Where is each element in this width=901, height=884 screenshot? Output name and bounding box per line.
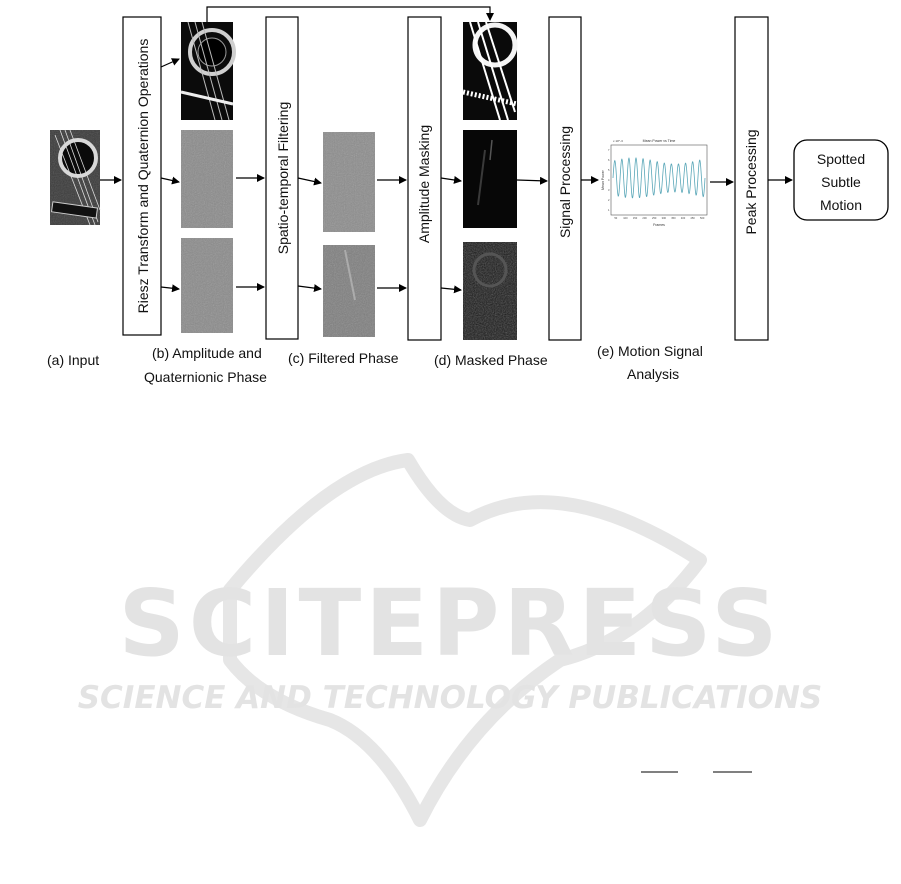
spotted-subtle-motion-box: Spotted Subtle Motion xyxy=(793,139,889,221)
motion-signal-plot: Mean Power vs Time x 10^-3 Frames Mean P… xyxy=(600,136,710,227)
arrow-masking-to-mask2 xyxy=(440,285,462,294)
plot-x-tick-label: 400 xyxy=(681,216,686,220)
caption-a: (a) Input xyxy=(47,352,99,368)
caption-c: (c) Filtered Phase xyxy=(288,350,399,366)
plot-y-ticks: 1 2 3 4 5 6 7 xyxy=(608,148,610,212)
plot-y-tick-label: 1 xyxy=(608,208,610,212)
plot-x-tick-label: 150 xyxy=(633,216,638,220)
arrow-spatio-to-filt1 xyxy=(297,177,322,186)
spatio-temporal-filtering-box: Spatio-temporal Filtering xyxy=(265,16,299,340)
quaternionic-phase-image-1 xyxy=(181,130,233,228)
motion-signal-line xyxy=(612,157,706,199)
signal-processing-box: Signal Processing xyxy=(548,16,582,341)
watermark-subtitle: SCIENCE AND TECHNOLOGY PUBLICATIONS xyxy=(78,680,823,716)
amplitude-masking-box: Amplitude Masking xyxy=(407,16,442,341)
plot-x-ticks: 50 100 150 200 250 300 350 400 450 500 xyxy=(614,216,705,220)
riesz-transform-box: Riesz Transform and Quaternion Operation… xyxy=(122,16,162,336)
captions: (a) Input (b) Amplitude and Quaternionic… xyxy=(47,343,703,385)
plot-x-tick-label: 100 xyxy=(623,216,628,220)
masked-phase-image-2 xyxy=(463,242,517,340)
output-line-3: Motion xyxy=(820,197,862,213)
plot-x-tick-label: 450 xyxy=(690,216,695,220)
peak-processing-label: Peak Processing xyxy=(743,129,759,234)
plot-y-tick-label: 2 xyxy=(608,198,610,202)
caption-b-line1: (b) Amplitude and xyxy=(152,345,262,361)
arrow-riesz-to-phase2 xyxy=(160,284,180,293)
arrow-riesz-to-phase1 xyxy=(160,176,180,185)
amplitude-image xyxy=(180,21,236,121)
amplitude-masking-label: Amplitude Masking xyxy=(416,125,432,243)
plot-y-tick-label: 5 xyxy=(608,168,610,172)
masked-phase-image-1 xyxy=(463,130,517,228)
arrow-mask-to-signal xyxy=(516,176,548,185)
plot-y-tick-label: 3 xyxy=(608,188,610,192)
peak-processing-box: Peak Processing xyxy=(734,16,769,341)
quaternionic-phase-image-2 xyxy=(181,238,233,333)
filtered-phase-image-1 xyxy=(323,132,375,232)
filtered-phase-image-2 xyxy=(323,245,375,337)
plot-y-tick-label: 4 xyxy=(608,178,610,182)
caption-e-line1: (e) Motion Signal xyxy=(597,343,703,359)
spatio-temporal-filtering-label: Spatio-temporal Filtering xyxy=(275,102,291,255)
watermark-title: SCITEPRESS xyxy=(118,570,781,677)
plot-y-tick-label: 7 xyxy=(608,148,610,152)
plot-xlabel: Frames xyxy=(653,223,665,227)
plot-x-tick-label: 500 xyxy=(700,216,705,220)
riesz-transform-label: Riesz Transform and Quaternion Operation… xyxy=(135,39,151,314)
arrow-masking-to-mask1 xyxy=(440,176,462,184)
output-line-1: Spotted xyxy=(817,151,865,167)
arrow-riesz-to-amp xyxy=(160,58,180,68)
caption-b-line2: Quaternionic Phase xyxy=(144,369,267,385)
plot-ylabel: Mean Power xyxy=(601,169,605,189)
masked-amplitude-image xyxy=(462,21,518,121)
plot-x-tick-label: 300 xyxy=(662,216,667,220)
output-line-2: Subtle xyxy=(821,174,861,190)
plot-x-tick-label: 50 xyxy=(614,216,617,220)
plot-exponent: x 10^-3 xyxy=(613,139,623,143)
caption-d: (d) Masked Phase xyxy=(434,352,548,368)
arrow-amp-bypass xyxy=(206,6,494,22)
plot-x-tick-label: 250 xyxy=(652,216,657,220)
arrow-spatio-to-filt2 xyxy=(297,284,322,293)
watermark: SCITEPRESS SCIENCE AND TECHNOLOGY PUBLIC… xyxy=(78,453,823,827)
plot-y-tick-label: 6 xyxy=(608,158,610,162)
signal-processing-label: Signal Processing xyxy=(557,126,573,238)
watermark-book-logo xyxy=(223,453,707,827)
plot-title: Mean Power vs Time xyxy=(643,139,676,143)
connector-arrows xyxy=(100,6,793,294)
plot-x-tick-label: 350 xyxy=(671,216,676,220)
plot-x-tick-label: 200 xyxy=(642,216,647,220)
caption-e-line2: Analysis xyxy=(627,366,679,382)
input-guitar-image xyxy=(50,129,101,226)
